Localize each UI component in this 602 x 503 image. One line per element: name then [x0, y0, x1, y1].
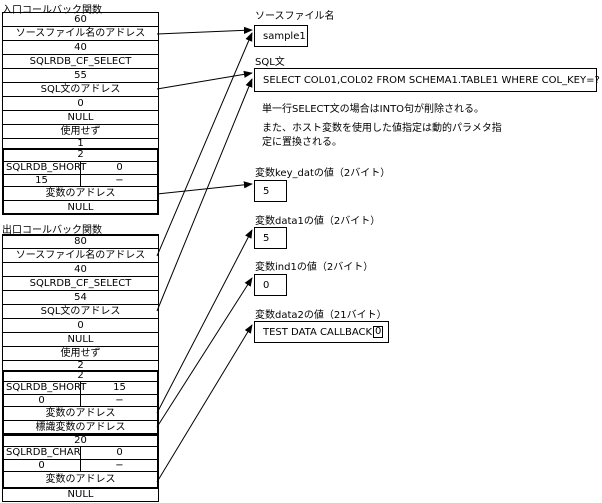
data1-label: 変数data1の値（2バイト） [255, 216, 381, 227]
ind1-box: 0 [254, 274, 287, 296]
arrow-exit-data1 [156, 229, 253, 414]
string-terminator: 0 [373, 326, 384, 338]
arrow-entry-source [156, 26, 253, 35]
arrow-exit-ind1 [156, 277, 253, 428]
key-dat-label: 変数key_datの値（2バイト） [255, 168, 391, 179]
source-file-box: sample1 [254, 25, 308, 47]
arrow-exit-source [156, 32, 253, 257]
sql-note-1: 単一行SELECT文の場合はINTO句が削除される。 [262, 104, 485, 115]
key-dat-box: 5 [254, 180, 287, 202]
sql-note-2: また、ホスト変数を使用した値指定は動的パラメタ指 [262, 123, 502, 134]
sql-note-3: 定に置換される。 [262, 137, 342, 148]
source-file-label: ソースファイル名 [255, 11, 335, 22]
arrow-entry-sql [156, 70, 253, 90]
arrow-exit-data2 [156, 324, 253, 483]
sql-label: SQL文 [255, 57, 285, 68]
arrow-exit-sql [156, 78, 253, 312]
entry-callback-title: 入口コールバック関数 [2, 5, 102, 16]
data1-box: 5 [254, 227, 287, 249]
entry-null: NULL [2, 200, 159, 215]
arrow-entry-key [156, 181, 253, 195]
data2-value: TEST DATA CALLBACK [263, 326, 373, 338]
sql-box: SELECT COL01,COL02 FROM SCHEMA1.TABLE1 W… [254, 68, 600, 92]
data2-label: 変数data2の値（21バイト） [255, 310, 387, 321]
exit-callback-title: 出口コールバック関数 [2, 225, 102, 236]
ind1-label: 変数ind1の値（2バイト） [255, 262, 374, 273]
exit-null: NULL [2, 488, 159, 502]
